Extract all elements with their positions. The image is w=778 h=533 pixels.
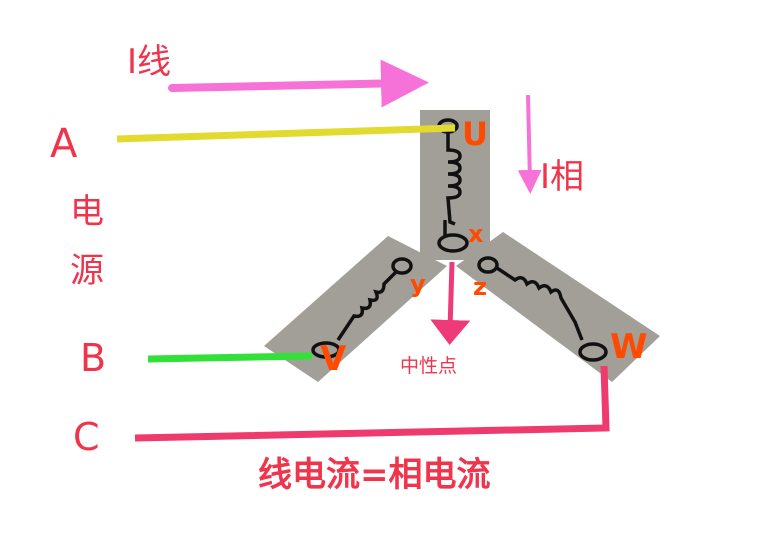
phase-a-label: A [50, 121, 78, 167]
source-label-1: 电 [70, 192, 104, 232]
source-label-2: 源 [70, 251, 104, 291]
terminal-u: U [462, 115, 488, 153]
terminal-z: z [473, 273, 487, 301]
terminal-y: y [410, 270, 426, 298]
terminal-w: W [610, 327, 648, 367]
line-current-label: I线 [127, 42, 171, 82]
wire-c [134, 365, 610, 442]
coil-w [477, 256, 608, 362]
wire-a [116, 124, 456, 143]
conclusion-label: 线电流=相电流 [258, 455, 491, 495]
coil-v [311, 257, 413, 359]
wire-b [147, 352, 313, 363]
neutral-point-label: 中性点 [400, 355, 457, 377]
terminal-x: x [468, 220, 484, 248]
phase-b-label: B [80, 336, 106, 380]
phase-current-arrow [517, 94, 542, 194]
terminal-v: V [320, 339, 347, 379]
winding-w-panel [456, 232, 660, 382]
phase-c-label: C [73, 415, 100, 459]
phase-current-label: I相 [540, 157, 584, 197]
neutral-arrow [430, 261, 471, 345]
line-current-arrow [168, 59, 429, 108]
